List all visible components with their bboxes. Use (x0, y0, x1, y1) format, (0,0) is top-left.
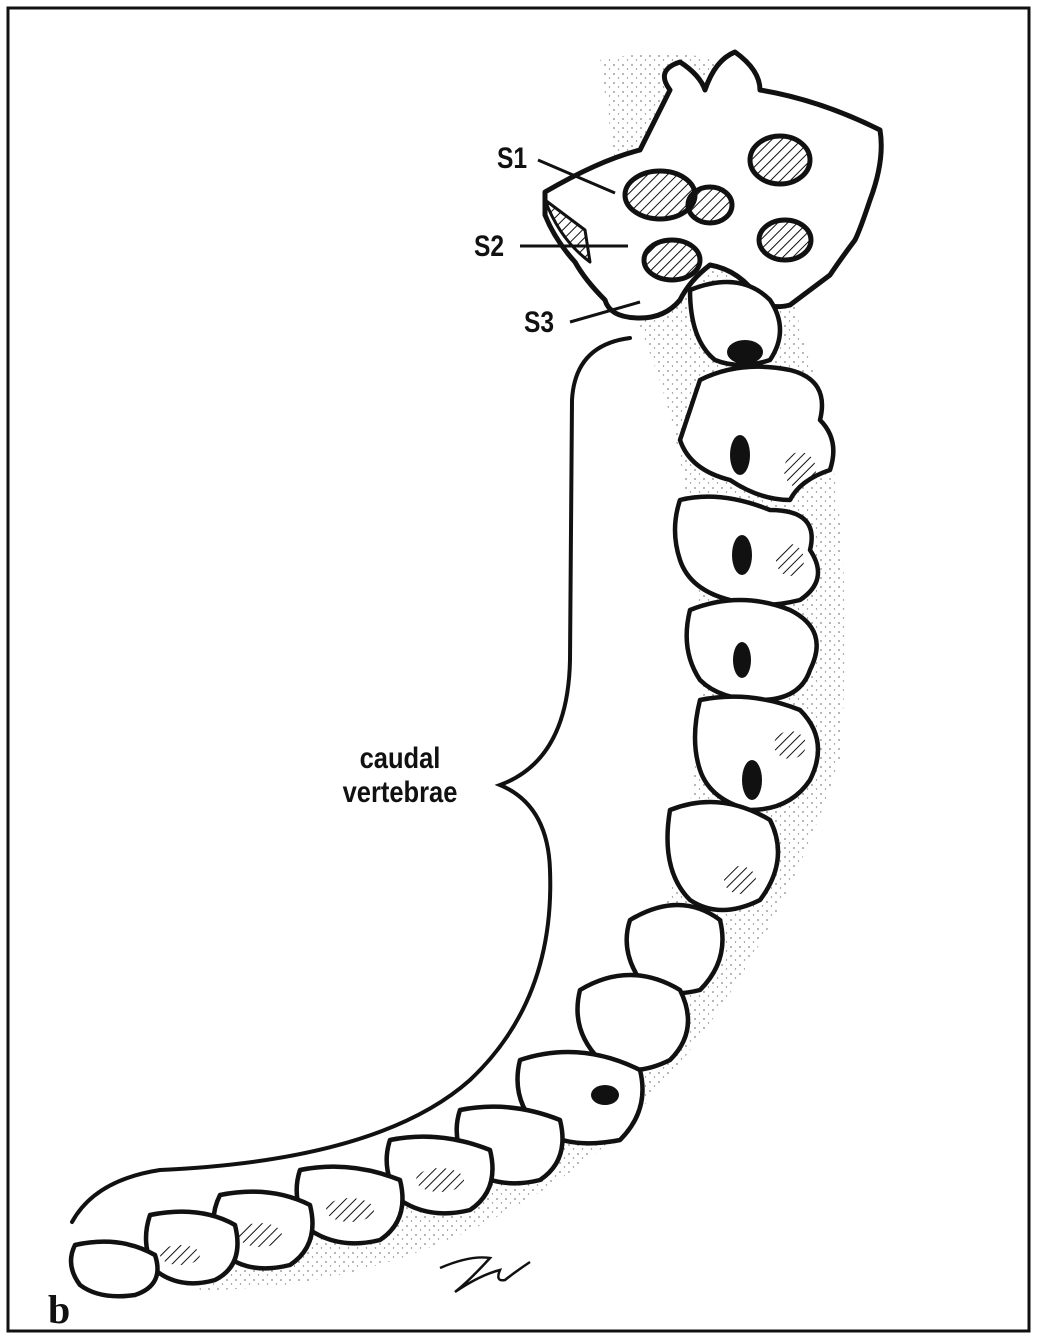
sacral-foramen (641, 237, 703, 283)
figure-border (6, 6, 1031, 1333)
sacral-foramen (756, 217, 814, 263)
label-caudal-line2: vertebrae (342, 776, 458, 809)
label-s1: S1 (497, 142, 528, 175)
caudal-brace (70, 336, 632, 1224)
panel-letter: b (48, 1287, 71, 1332)
signature-mark (439, 1256, 531, 1294)
caudal-vertebra-7 (624, 902, 725, 996)
caudal-vertebra-8 (575, 972, 691, 1073)
caudal-vertebrae (68, 279, 836, 1299)
caudal-vertebra-6 (665, 799, 781, 913)
caudal-vertebra-5 (692, 694, 821, 813)
caudal-vertebra-4 (684, 597, 819, 703)
caudal-vertebra-15 (68, 1239, 160, 1299)
vertebra-hatching (160, 452, 816, 1265)
label-s3: S3 (524, 306, 555, 339)
leader-s1 (537, 158, 616, 195)
sacral-foramen (622, 168, 698, 222)
label-caudal-line1: caudal (359, 742, 441, 775)
spinous-process (685, 184, 735, 226)
leader-lines (520, 158, 641, 324)
sacrum (542, 49, 884, 321)
label-caudal-vertebrae: caudal vertebrae (315, 742, 485, 810)
sacral-foramen (747, 133, 813, 187)
vertebra-shading (591, 340, 763, 1105)
leader-s3 (569, 300, 641, 324)
label-s2: S2 (474, 230, 505, 263)
